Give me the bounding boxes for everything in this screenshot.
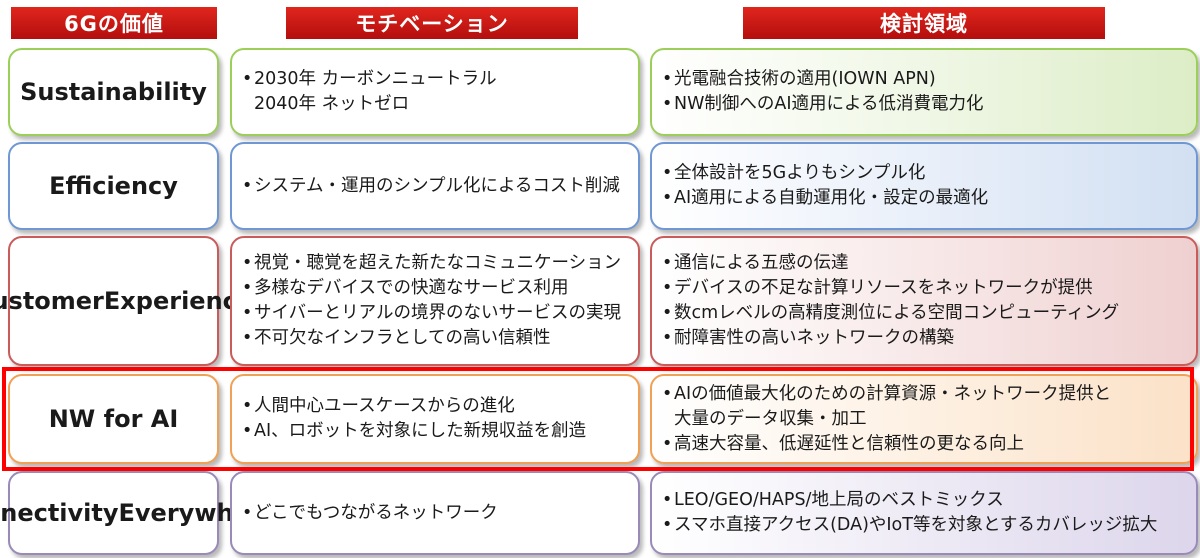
study-item-line: 光電融合技術の適用(IOWN APN) [674,69,936,89]
study-item: 耐障害性の高いネットワークの構築 [662,326,1196,351]
study-cell-nw-for-ai: AIの価値最大化のための計算資源・ネットワーク提供と大量のデータ収集・加工高速大… [650,374,1198,464]
motivation-cell-efficiency: システム・運用のシンプル化によるコスト削減 [230,142,640,230]
study-cell-efficiency: 全体設計を5Gよりもシンプル化 AI適用による自動運用化・設定の最適化 [650,142,1198,230]
motivation-item-line: 2030年 カーボンニュートラル [254,69,497,89]
study-item: 数cmレベルの高精度測位による空間コンピューティング [662,301,1196,326]
motivation-item: 多様なデバイスでの快適なサービス利用 [242,276,638,301]
motivation-item-line: 不可欠なインフラとしての高い信頼性 [254,328,551,348]
study-item-line: デバイスの不足な計算リソースをネットワークが提供 [674,278,1093,298]
study-item-line: AIの価値最大化のための計算資源・ネットワーク提供と [674,383,1112,404]
motivation-item-line: 視覚・聴覚を超えた新たなコミュニケーション [254,253,622,273]
study-item-line: 大量のデータ収集・加工 [674,408,867,429]
value-cell-nw-for-ai: NW for AI [8,374,219,464]
value-cell-customer-experience: CustomerExperience [0,236,253,366]
value-cell-sustainability: Sustainability [8,48,219,136]
motivation-cell-sustainability: 2030年 カーボンニュートラル 2040年 ネットゼロ [230,48,640,136]
value-label: Efficiency [49,172,178,200]
study-item-line: AI適用による自動運用化・設定の最適化 [674,188,989,208]
study-cell-customer-experience: 通信による五感の伝達デバイスの不足な計算リソースをネットワークが提供数cmレベル… [650,236,1198,366]
study-item: 高速大容量、低遅延性と信頼性の更なる向上 [662,432,1196,457]
study-item: デバイスの不足な計算リソースをネットワークが提供 [662,276,1196,301]
motivation-cell-customer-experience: 視覚・聴覚を超えた新たなコミュニケーション多様なデバイスでの快適なサービス利用サ… [230,236,640,366]
study-item-line: LEO/GEO/HAPS/地上局のベストミックス [674,490,1004,510]
study-item: NW制御へのAI適用による低消費電力化 [662,92,1196,117]
motivation-item: 人間中心ユースケースからの進化 [242,394,638,419]
header-value: 6Gの価値 [11,7,217,39]
study-cell-connectivity-everywhere: LEO/GEO/HAPS/地上局のベストミックススマホ直接アクセス(DA)やIo… [650,471,1198,555]
value-label: Sustainability [20,78,207,106]
study-item-line: NW制御へのAI適用による低消費電力化 [674,94,984,114]
value-label: Customer [0,287,104,315]
study-cell-sustainability: 光電融合技術の適用(IOWN APN) NW制御へのAI適用による低消費電力化 [650,48,1198,136]
motivation-item-line: AI、ロボットを対象にした新規収益を創造 [254,421,587,441]
motivation-item: 視覚・聴覚を超えた新たなコミュニケーション [242,251,638,276]
motivation-item: どこでもつながるネットワーク [242,501,638,526]
motivation-item: 2030年 カーボンニュートラル 2040年 ネットゼロ [242,67,638,117]
motivation-item-line: サイバーとリアルの境界のないサービスの実現 [254,303,621,323]
study-item: LEO/GEO/HAPS/地上局のベストミックス [662,488,1196,513]
study-item: 全体設計を5Gよりもシンプル化 [662,161,1196,186]
motivation-item: システム・運用のシンプル化によるコスト削減 [242,174,638,199]
study-item-line: 耐障害性の高いネットワークの構築 [674,328,954,348]
highlight-frame [2,367,1194,471]
study-item-line: 数cmレベルの高精度測位による空間コンピューティング [674,303,1120,323]
value-cell-efficiency: Efficiency [8,142,219,230]
header-motivation: モチベーション [286,7,578,39]
value-cell-connectivity-everywhere: ConnectivityEverywhere [0,471,278,555]
value-label: Experience [103,287,254,315]
motivation-item-line: システム・運用のシンプル化によるコスト削減 [254,175,620,196]
study-item: 光電融合技術の適用(IOWN APN) [662,67,1196,92]
motivation-item-line: どこでもつながるネットワーク [254,502,498,523]
motivation-item-line: 多様なデバイスでの快適なサービス利用 [254,278,569,298]
motivation-item: サイバーとリアルの境界のないサービスの実現 [242,301,638,326]
study-item: 通信による五感の伝達 [662,251,1196,276]
study-item-line: 通信による五感の伝達 [674,253,849,273]
header-study-area: 検討領域 [743,7,1105,39]
motivation-cell-nw-for-ai: 人間中心ユースケースからの進化 AI、ロボットを対象にした新規収益を創造 [230,374,640,464]
study-item-line: 全体設計を5Gよりもシンプル化 [674,163,926,183]
value-label: Connectivity [0,499,119,527]
motivation-cell-connectivity-everywhere: どこでもつながるネットワーク [230,471,640,555]
study-item-line: スマホ直接アクセス(DA)やIoT等を対象とするカバレッジ拡大 [674,515,1158,535]
motivation-item-line: 2040年 ネットゼロ [254,94,410,114]
value-label: NW for AI [48,405,179,433]
motivation-item: 不可欠なインフラとしての高い信頼性 [242,326,638,351]
study-item: AI適用による自動運用化・設定の最適化 [662,186,1196,211]
study-item: スマホ直接アクセス(DA)やIoT等を対象とするカバレッジ拡大 [662,513,1196,538]
motivation-item-line: 人間中心ユースケースからの進化 [254,396,515,416]
study-item-line: 高速大容量、低遅延性と信頼性の更なる向上 [674,433,1024,454]
motivation-item: AI、ロボットを対象にした新規収益を創造 [242,419,638,444]
